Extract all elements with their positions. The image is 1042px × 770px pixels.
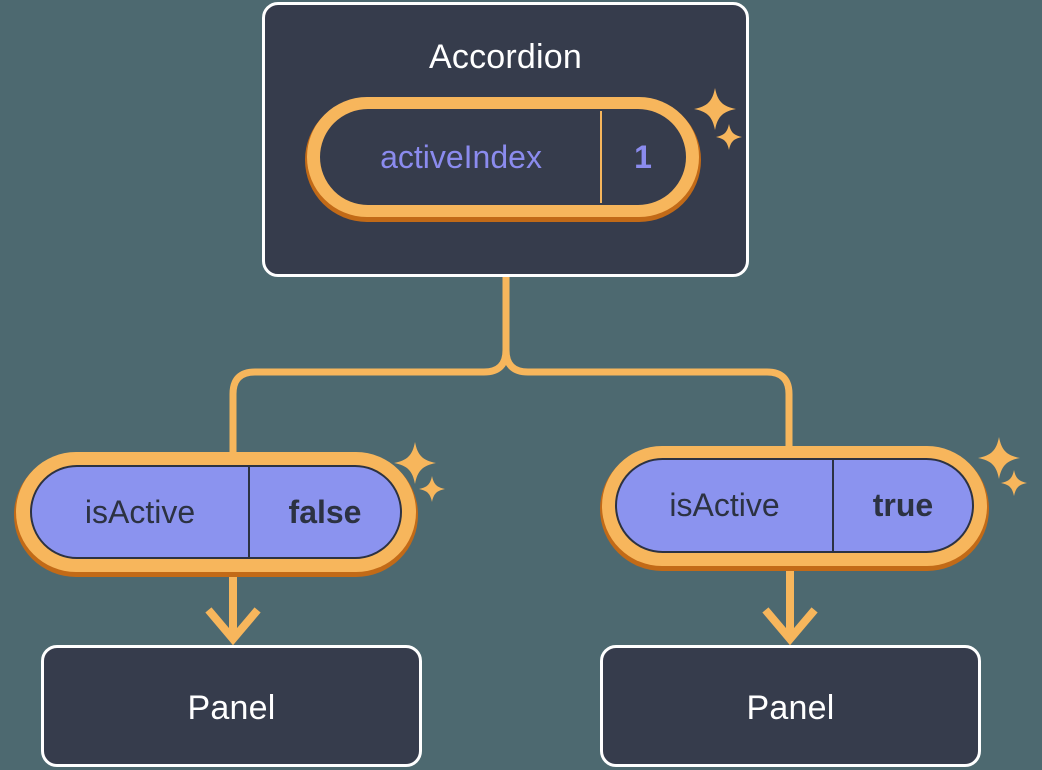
pill-value-label: false — [288, 493, 362, 530]
pill-key-label: activeIndex — [380, 138, 542, 175]
pill-body: isActive false — [30, 465, 402, 559]
wire-branch-left — [229, 346, 510, 464]
sparkle-icon-right-large — [978, 437, 1020, 479]
pill-value-label: 1 — [634, 138, 652, 175]
pill-key-label: isActive — [84, 493, 196, 530]
sparkle-icon-right-small — [1001, 470, 1027, 496]
pill-divider — [248, 467, 250, 557]
pill-body: activeIndex 1 — [320, 109, 686, 205]
node-accordion-title: Accordion — [429, 38, 582, 76]
node-panel-right[interactable]: Panel — [600, 645, 981, 767]
wire-branch-right — [502, 346, 793, 464]
pill-divider — [832, 460, 834, 551]
pill-key-label: isActive — [669, 487, 780, 523]
wire-arrow-right-head — [762, 607, 818, 646]
pill-body: isActive true — [615, 458, 974, 553]
pill-value-label: true — [872, 487, 934, 523]
pill-divider — [600, 111, 602, 203]
node-panel-right-title: Panel — [746, 689, 835, 727]
node-panel-left[interactable]: Panel — [41, 645, 422, 767]
node-panel-left-title: Panel — [187, 689, 276, 727]
wire-arrow-left-head — [205, 607, 261, 646]
sparkle-icon-left-small — [419, 476, 445, 502]
